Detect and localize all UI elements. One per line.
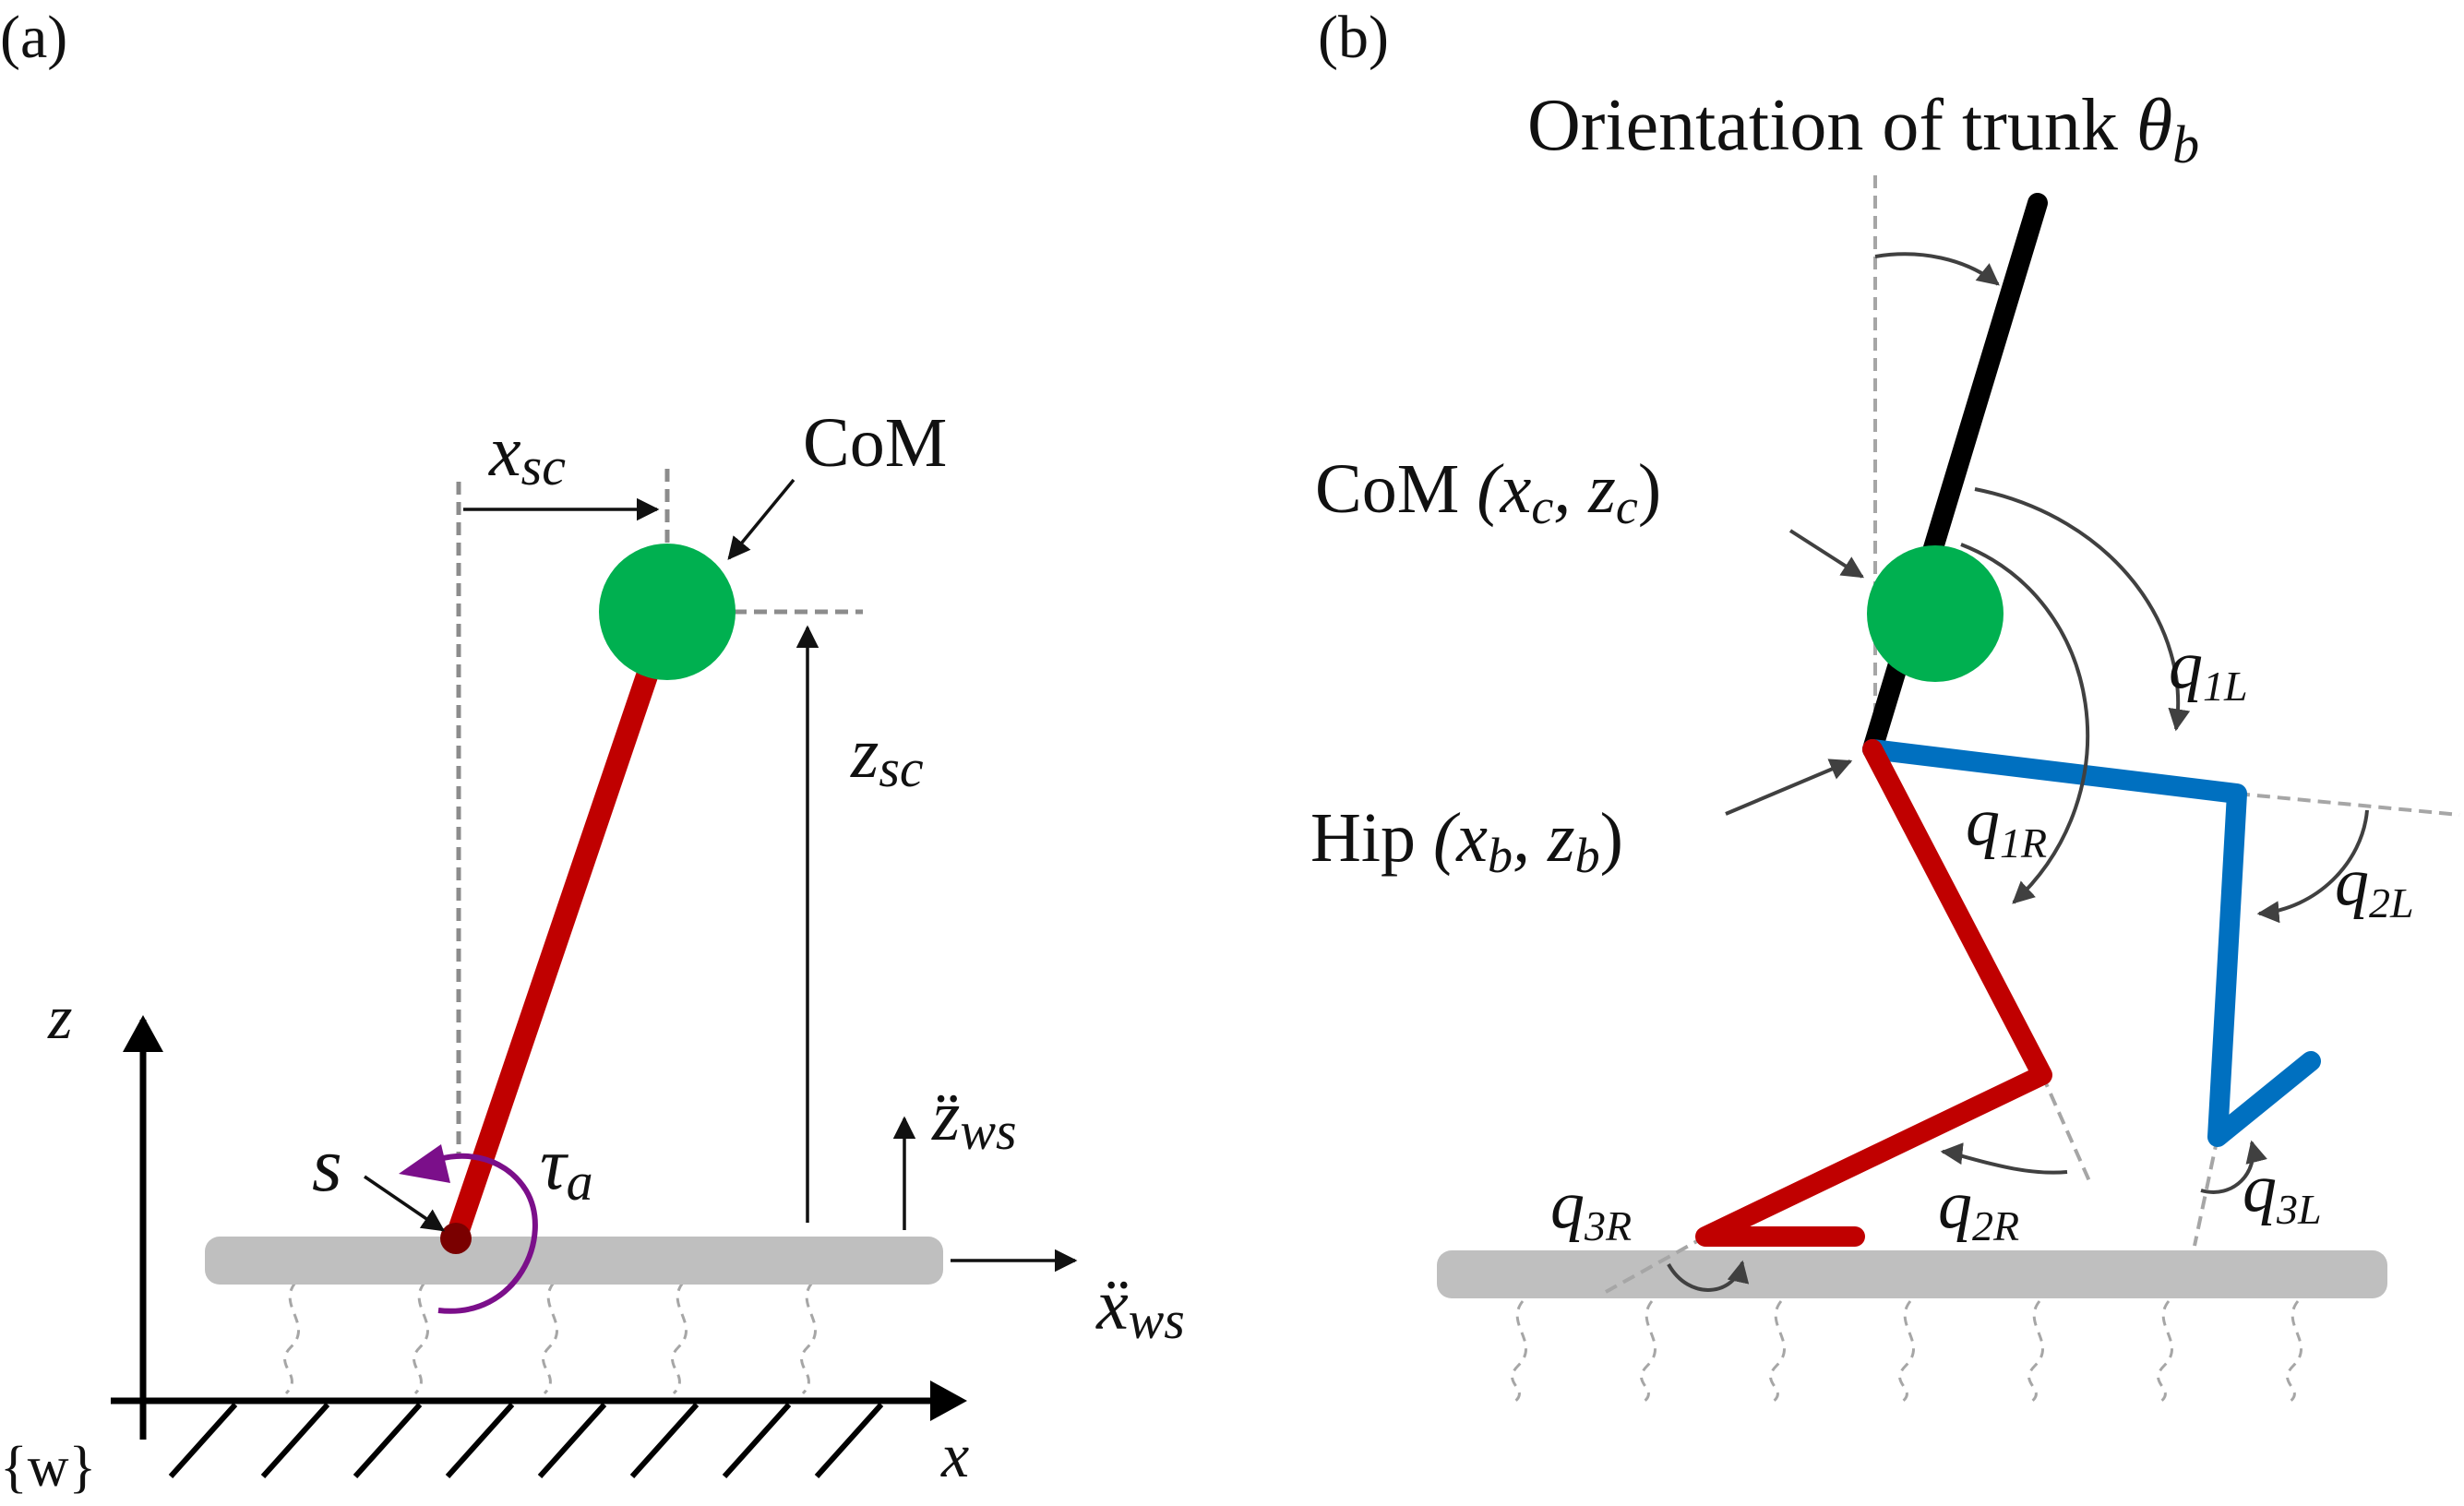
zdd-label: z̈ws <box>931 1075 1017 1161</box>
q3R-arc <box>1667 1260 1750 1292</box>
torque-label: τa <box>540 1124 593 1212</box>
panel-b-tag: (b) <box>1318 4 1389 71</box>
zsc-label: zsc <box>850 712 924 798</box>
support-point-label: s <box>312 1122 342 1208</box>
panel-a-tag: (a) <box>0 4 67 71</box>
panel-b: (b) Orientation of trunk θb <box>1310 4 2460 1404</box>
hip-pointer-arrow <box>1725 759 1853 816</box>
swing-leg <box>1862 739 2321 1147</box>
xsc-label: xsc <box>488 411 566 496</box>
ground-springs-b <box>1511 1300 2303 1404</box>
ankle-torque-arrowhead <box>399 1144 450 1183</box>
ankle-left-extension-dashed <box>2193 1136 2219 1247</box>
com-mass-b <box>1867 545 2003 682</box>
ground-plate-b <box>1437 1250 2387 1298</box>
support-pointer-arrow <box>364 1175 446 1232</box>
com-label-b: CoM (xc, zc) <box>1315 450 1661 534</box>
ankle-torque-arc <box>423 1153 538 1314</box>
q2L-label: q2L <box>2335 844 2414 926</box>
z-axis-arrowhead <box>123 1015 163 1052</box>
com-pointer-arrow-b <box>1788 529 1865 579</box>
com-label: CoM <box>803 404 947 482</box>
q3L-arc <box>2200 1140 2267 1194</box>
x-axis-label: x <box>940 1420 969 1490</box>
q1L-arc <box>1974 487 2191 732</box>
stance-leg <box>445 642 668 1242</box>
fixed-ground-hatch <box>168 1402 884 1479</box>
q3L-label: q3L <box>2243 1151 2322 1233</box>
knee-left-extension-dashed <box>2236 792 2460 817</box>
knee-right-extension-dashed <box>2040 1074 2092 1184</box>
hip-label: Hip (xb, zb) <box>1310 799 1623 883</box>
com-mass <box>599 544 736 680</box>
x-axis-arrowhead <box>930 1380 967 1421</box>
q2L-arc <box>2256 809 2369 924</box>
theta-b-arc <box>1874 252 2000 286</box>
stance-leg-b <box>1695 739 2052 1247</box>
q2R-label: q2R <box>1938 1167 2019 1249</box>
com-pointer-arrow <box>727 478 795 560</box>
orientation-label: Orientation of trunk θb <box>1527 85 2199 174</box>
q1L-label: q1L <box>2169 628 2248 710</box>
q1R-arc <box>1960 543 2090 904</box>
world-frame-label: {w} <box>0 1436 96 1499</box>
xdd-label: ẍws <box>1095 1264 1185 1350</box>
q3R-label: q3R <box>1550 1167 1632 1249</box>
q2R-arc <box>1940 1142 2068 1175</box>
ground-plate <box>205 1237 943 1285</box>
q1R-label: q1R <box>1966 784 2047 867</box>
ground-springs <box>283 1282 817 1395</box>
support-point <box>440 1223 472 1254</box>
panel-a: (a) z x {w} <box>0 4 1185 1499</box>
z-axis-label: z <box>47 982 72 1052</box>
